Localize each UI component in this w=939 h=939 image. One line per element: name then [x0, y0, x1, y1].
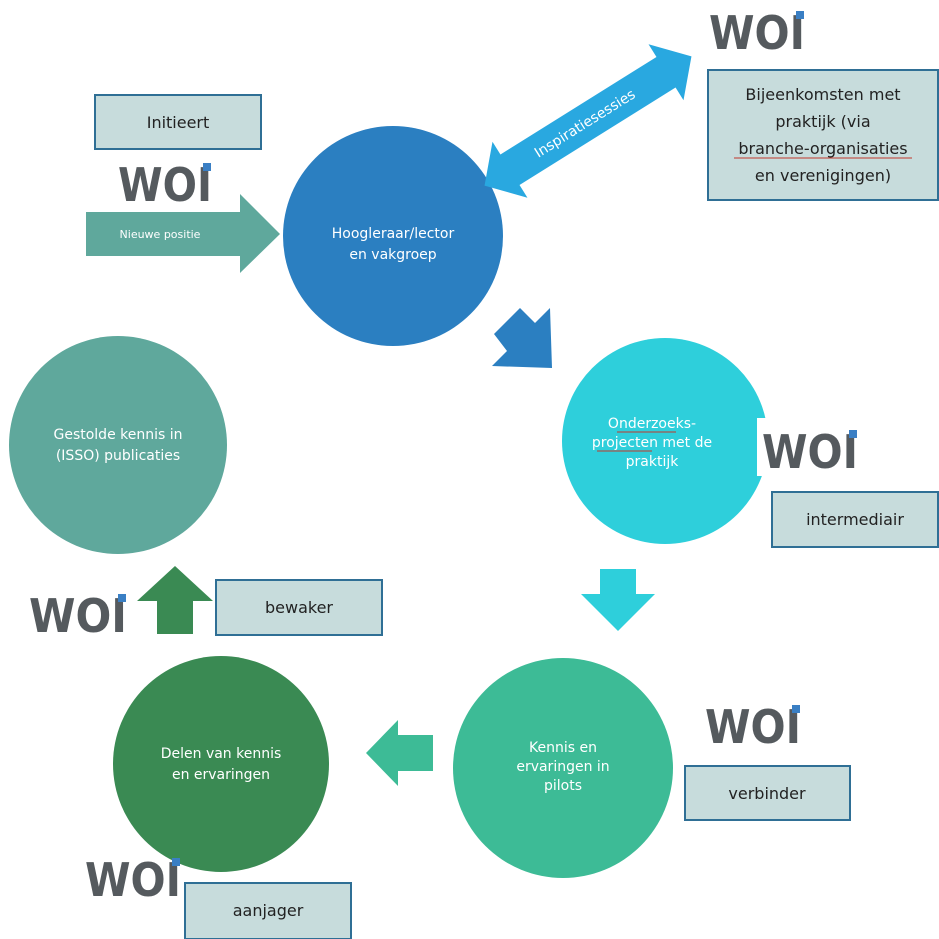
- woi-logo: WOI: [705, 700, 801, 754]
- circle-delen: Delen van kennis en ervaringen: [113, 656, 329, 872]
- box-initieert: Initieert: [94, 94, 262, 150]
- box-aanjager-label: aanjager: [233, 901, 304, 920]
- circle-onderzoek: Onderzoeks- projecten met de praktijk: [562, 338, 768, 544]
- flow-arrow-teal: [366, 720, 433, 786]
- svg-text:WOI: WOI: [118, 158, 212, 212]
- svg-text:WOI: WOI: [29, 589, 127, 643]
- flow-arrow-cyan: [581, 569, 655, 631]
- circle-kennis-line3: pilots: [544, 778, 582, 794]
- svg-text:WOI: WOI: [85, 853, 181, 907]
- svg-text:WOI: WOI: [709, 6, 805, 60]
- box-intermediair: intermediair: [771, 491, 939, 548]
- box-bewaker: bewaker: [215, 579, 383, 636]
- box-initieert-label: Initieert: [147, 113, 210, 132]
- box-bijeenkomsten-line4: en verenigingen): [755, 166, 891, 185]
- box-verbinder-label: verbinder: [728, 784, 806, 803]
- woi-logo: WOI: [29, 589, 127, 643]
- box-bijeenkomsten-line2: praktijk (via: [775, 112, 870, 131]
- inspiratiesessies-label: Inspiratiesessies: [532, 87, 639, 162]
- woi-logo: WOI: [757, 418, 865, 479]
- inspiratiesessies-arrow: Inspiratiesessies: [484, 44, 692, 198]
- circle-delen-line2: en ervaringen: [172, 767, 270, 783]
- woi-logo: WOI: [709, 6, 805, 60]
- circle-gestolde: Gestolde kennis in (ISSO) publicaties: [9, 336, 227, 554]
- circle-kennis-pilots: Kennis en ervaringen in pilots: [453, 658, 673, 878]
- box-verbinder: verbinder: [684, 765, 851, 821]
- box-intermediair-label: intermediair: [806, 510, 904, 529]
- circle-kennis-line2: ervaringen in: [516, 759, 609, 775]
- svg-text:WOI: WOI: [705, 700, 801, 754]
- circle-hoogleraar-line1: Hoogleraar/lector: [332, 226, 455, 242]
- circle-onderzoek-line3: praktijk: [626, 454, 680, 470]
- box-bewaker-label: bewaker: [265, 598, 333, 617]
- circle-kennis-line1: Kennis en: [529, 740, 597, 756]
- flow-arrow-green: [137, 566, 213, 634]
- woi-logo: WOI: [118, 158, 212, 212]
- circle-onderzoek-line1: Onderzoeks-: [608, 416, 696, 432]
- circle-hoogleraar: Hoogleraar/lector en vakgroep: [283, 126, 503, 346]
- circle-hoogleraar-line2: en vakgroep: [349, 247, 436, 263]
- box-bijeenkomsten-line3: branche-organisaties: [738, 139, 907, 158]
- circle-onderzoek-line2: projecten met de: [592, 435, 712, 451]
- woi-logo: WOI: [85, 853, 181, 907]
- box-bijeenkomsten: Bijeenkomsten met praktijk (via branche-…: [707, 69, 939, 201]
- svg-text:WOI: WOI: [762, 425, 858, 479]
- circle-gestolde-line2: (ISSO) publicaties: [56, 448, 180, 464]
- flow-arrow-blue: [492, 308, 552, 368]
- circle-delen-line1: Delen van kennis: [161, 746, 282, 762]
- nieuwe-positie-label: Nieuwe positie: [120, 228, 201, 241]
- box-bijeenkomsten-line1: Bijeenkomsten met: [745, 85, 900, 104]
- box-aanjager: aanjager: [184, 882, 352, 939]
- nieuwe-positie-arrow: Nieuwe positie: [86, 194, 280, 273]
- circle-gestolde-line1: Gestolde kennis in: [53, 427, 182, 443]
